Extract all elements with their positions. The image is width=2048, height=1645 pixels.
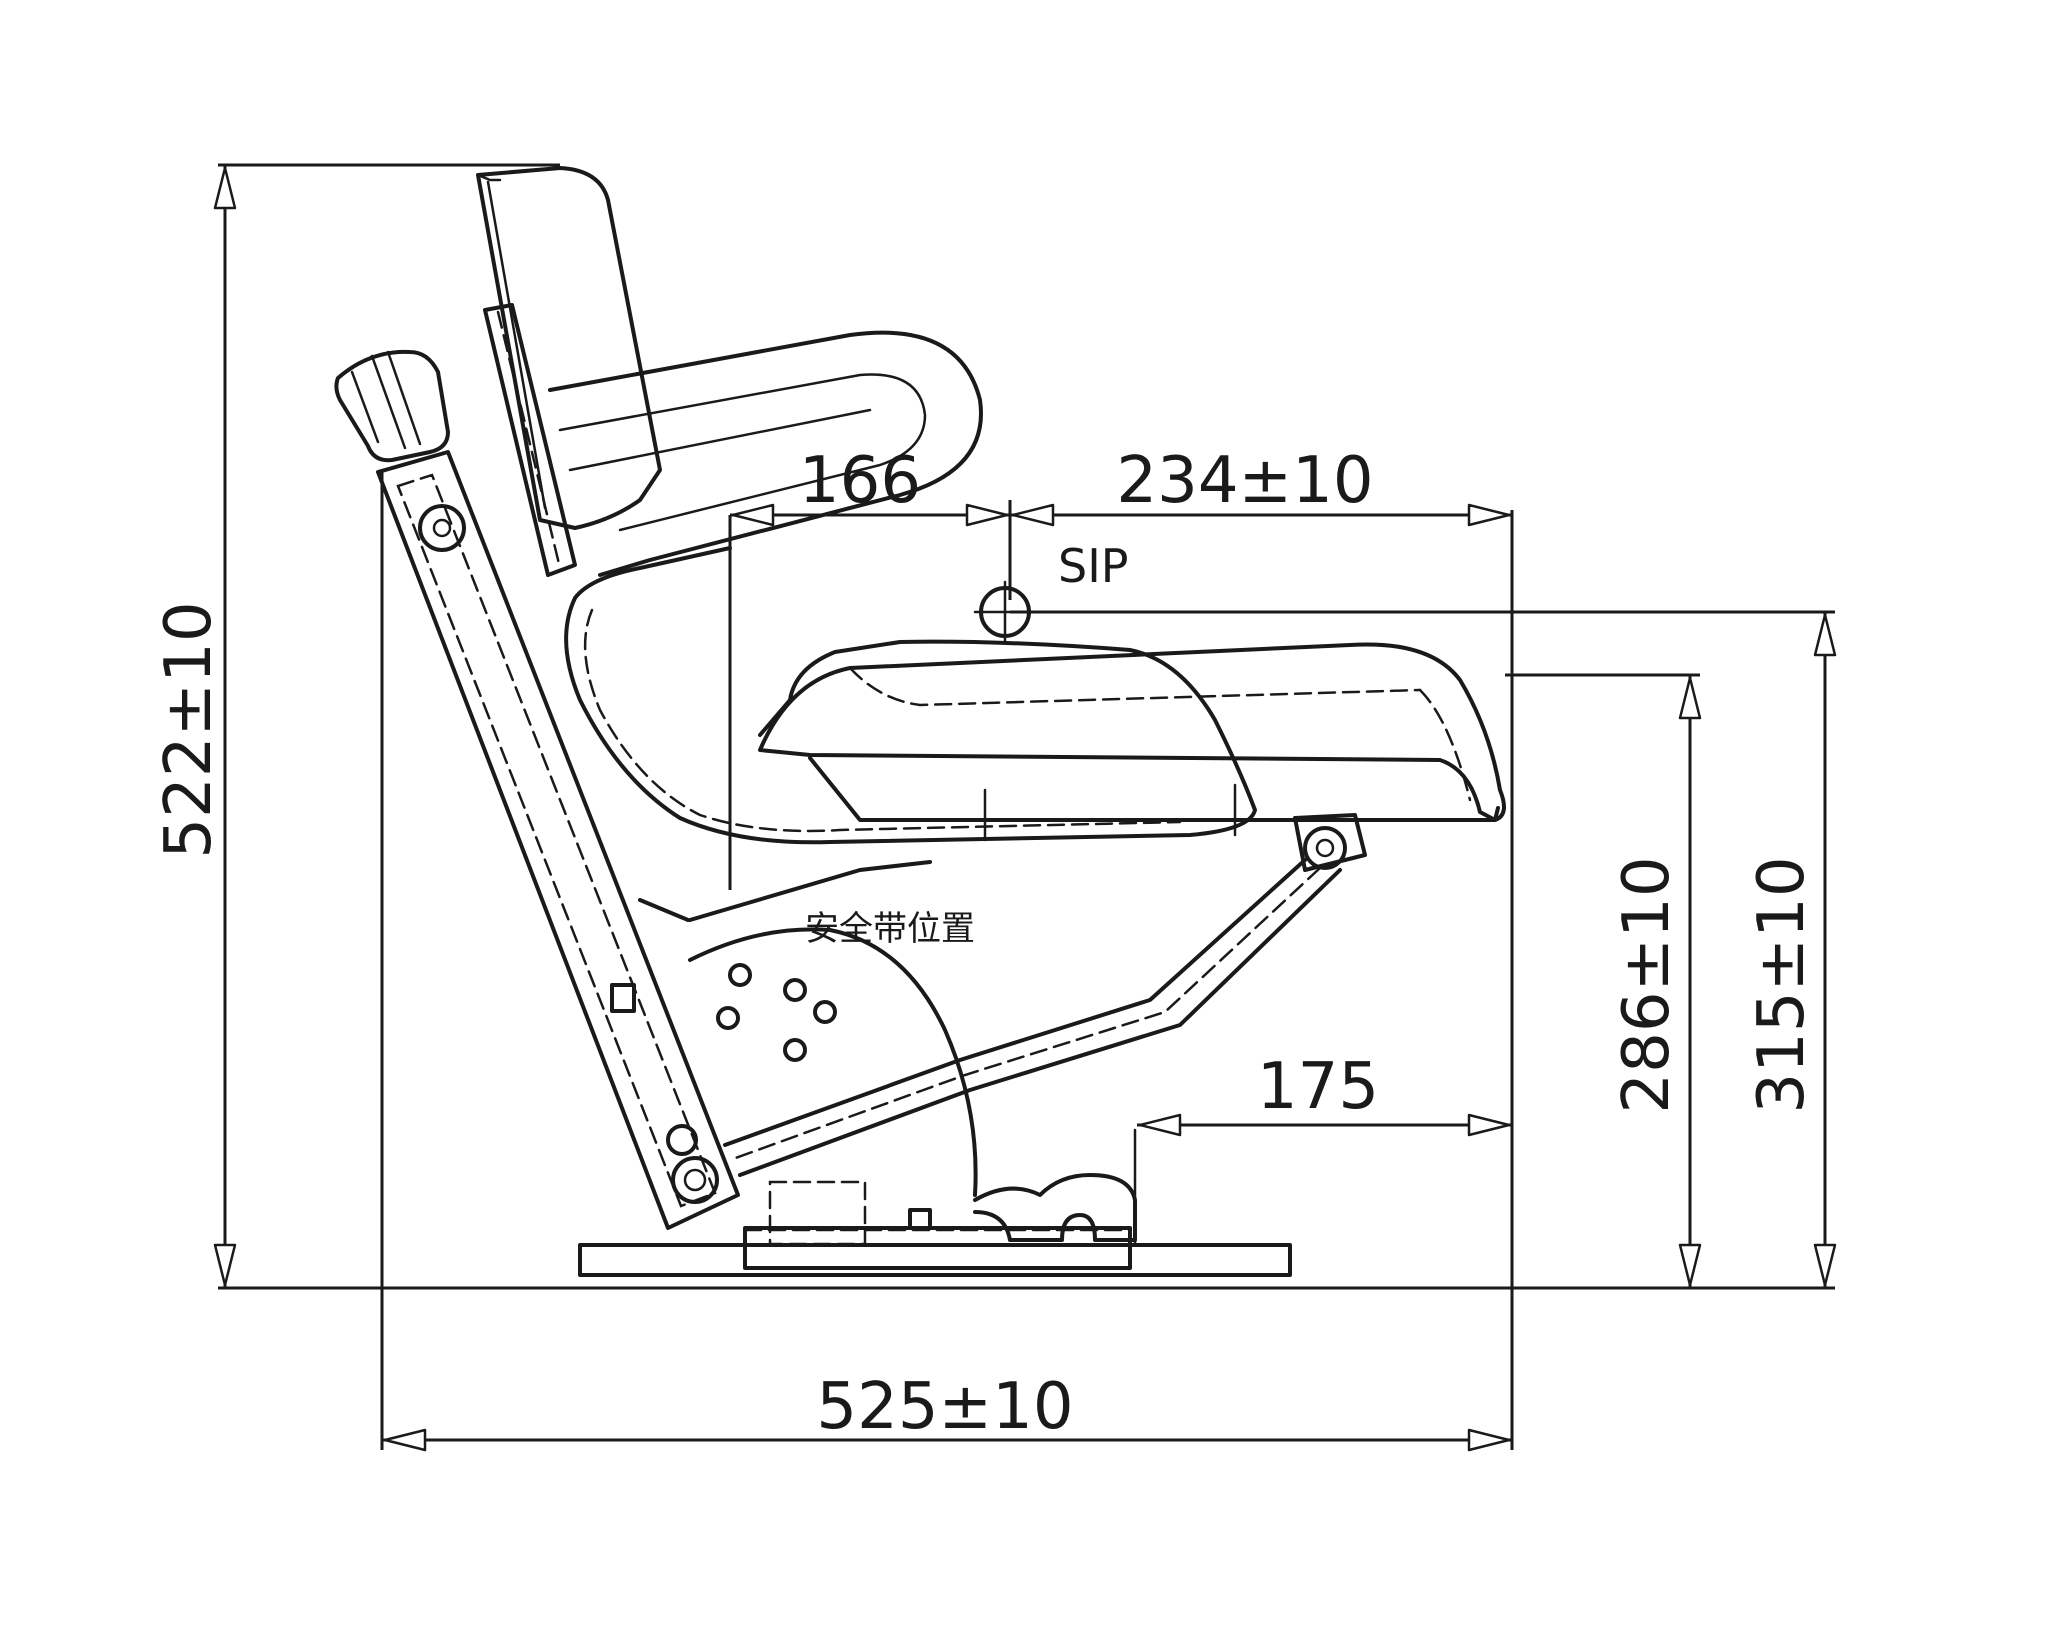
backrest-cushion — [476, 166, 662, 530]
frame-tab — [610, 983, 636, 1013]
lower-pivot — [671, 1156, 719, 1204]
latch-handle — [908, 1208, 932, 1227]
front-pivot — [1303, 826, 1347, 870]
seat-outline — [334, 166, 1506, 1277]
upper-pivot — [418, 504, 466, 552]
lower-pivot-small — [666, 1124, 698, 1156]
adjustment-knob — [334, 349, 450, 463]
dimension-base-offset: 175 — [1257, 1050, 1379, 1124]
latch-box — [768, 1180, 867, 1246]
sip-label: SIP — [1058, 539, 1129, 593]
seat-pan — [564, 546, 1257, 845]
dimension-lines — [213, 163, 1837, 1452]
seat-frame-link — [638, 860, 932, 922]
backrest-side-panel — [483, 303, 577, 577]
backrest-frame — [376, 450, 740, 1230]
dimension-overall-height: 522±10 — [152, 601, 226, 858]
dimension-sip-height: 315±10 — [1745, 856, 1819, 1113]
side-plate-holes — [716, 963, 837, 1062]
side-plate — [688, 927, 978, 1197]
sip-marker — [973, 580, 1037, 644]
front-bracket — [1293, 813, 1367, 872]
seat-cushion — [758, 642, 1506, 822]
slide-rail — [743, 1226, 1132, 1270]
seatbelt-position-label: 安全带位置 — [805, 909, 975, 949]
seat-tray — [808, 756, 1500, 822]
dimension-belt-offset: 166 — [799, 444, 921, 518]
dimension-sip-forward: 234±10 — [1116, 444, 1373, 518]
scissor-linkage — [723, 858, 1342, 1177]
base-plate — [578, 1243, 1292, 1277]
dimension-overall-length: 525±10 — [816, 1370, 1073, 1444]
armrest — [548, 330, 983, 577]
backrest-frame-inner — [396, 473, 717, 1208]
dimension-seat-height: 286±10 — [1610, 856, 1684, 1113]
